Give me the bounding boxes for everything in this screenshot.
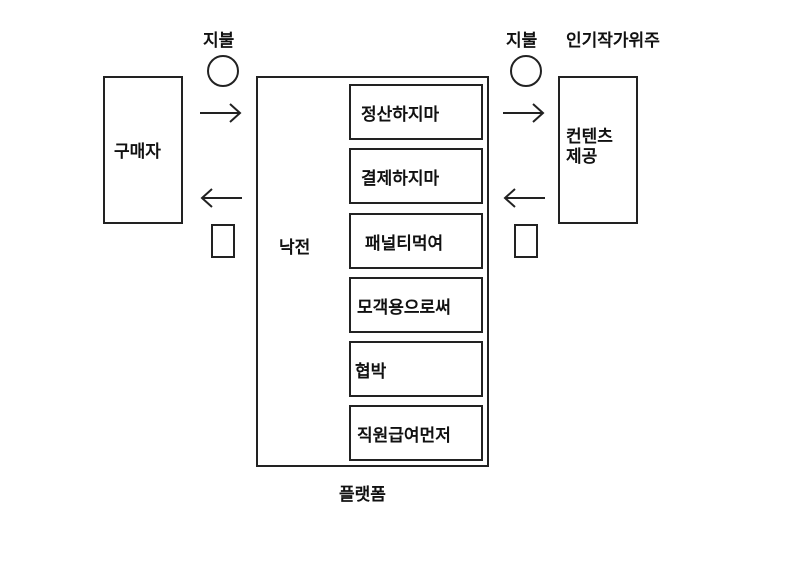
- method-item: 협박: [349, 341, 483, 397]
- method-label: 모객용으로써: [357, 297, 451, 318]
- method-label: 정산하지마: [361, 104, 440, 125]
- platform-label: 플랫폼: [339, 485, 386, 505]
- method-item: 결제하지마: [349, 148, 483, 204]
- provider-caption: 인기작가위주: [566, 31, 660, 51]
- coin-icon-right: [510, 55, 542, 87]
- method-item: 패널티먹여: [349, 213, 483, 269]
- receipt-icon-left: [211, 224, 235, 258]
- method-label: 협박: [355, 361, 387, 382]
- payment-label-left: 지불: [203, 31, 235, 51]
- method-item: 직원급여먼저: [349, 405, 483, 461]
- method-label: 패널티먹여: [365, 233, 444, 254]
- method-item: 모객용으로써: [349, 277, 483, 333]
- arrow-left-icon-left: [200, 188, 242, 208]
- arrow-right-icon-right: [503, 103, 545, 123]
- method-item: 정산하지마: [349, 84, 483, 140]
- buyer-label: 구매자: [114, 142, 161, 162]
- method-label: 결제하지마: [361, 168, 440, 189]
- provider-label: 컨텐츠 제공: [566, 127, 613, 167]
- platform-box: [256, 76, 489, 467]
- provider-box: [558, 76, 638, 224]
- receipt-icon-right: [514, 224, 538, 258]
- arrow-left-icon-right: [503, 188, 545, 208]
- method-label: 직원급여먼저: [357, 425, 451, 446]
- center-label: 낙전: [279, 238, 311, 258]
- coin-icon-left: [207, 55, 239, 87]
- payment-label-right: 지불: [506, 31, 538, 51]
- buyer-box: [103, 76, 183, 224]
- arrow-right-icon-left: [200, 103, 242, 123]
